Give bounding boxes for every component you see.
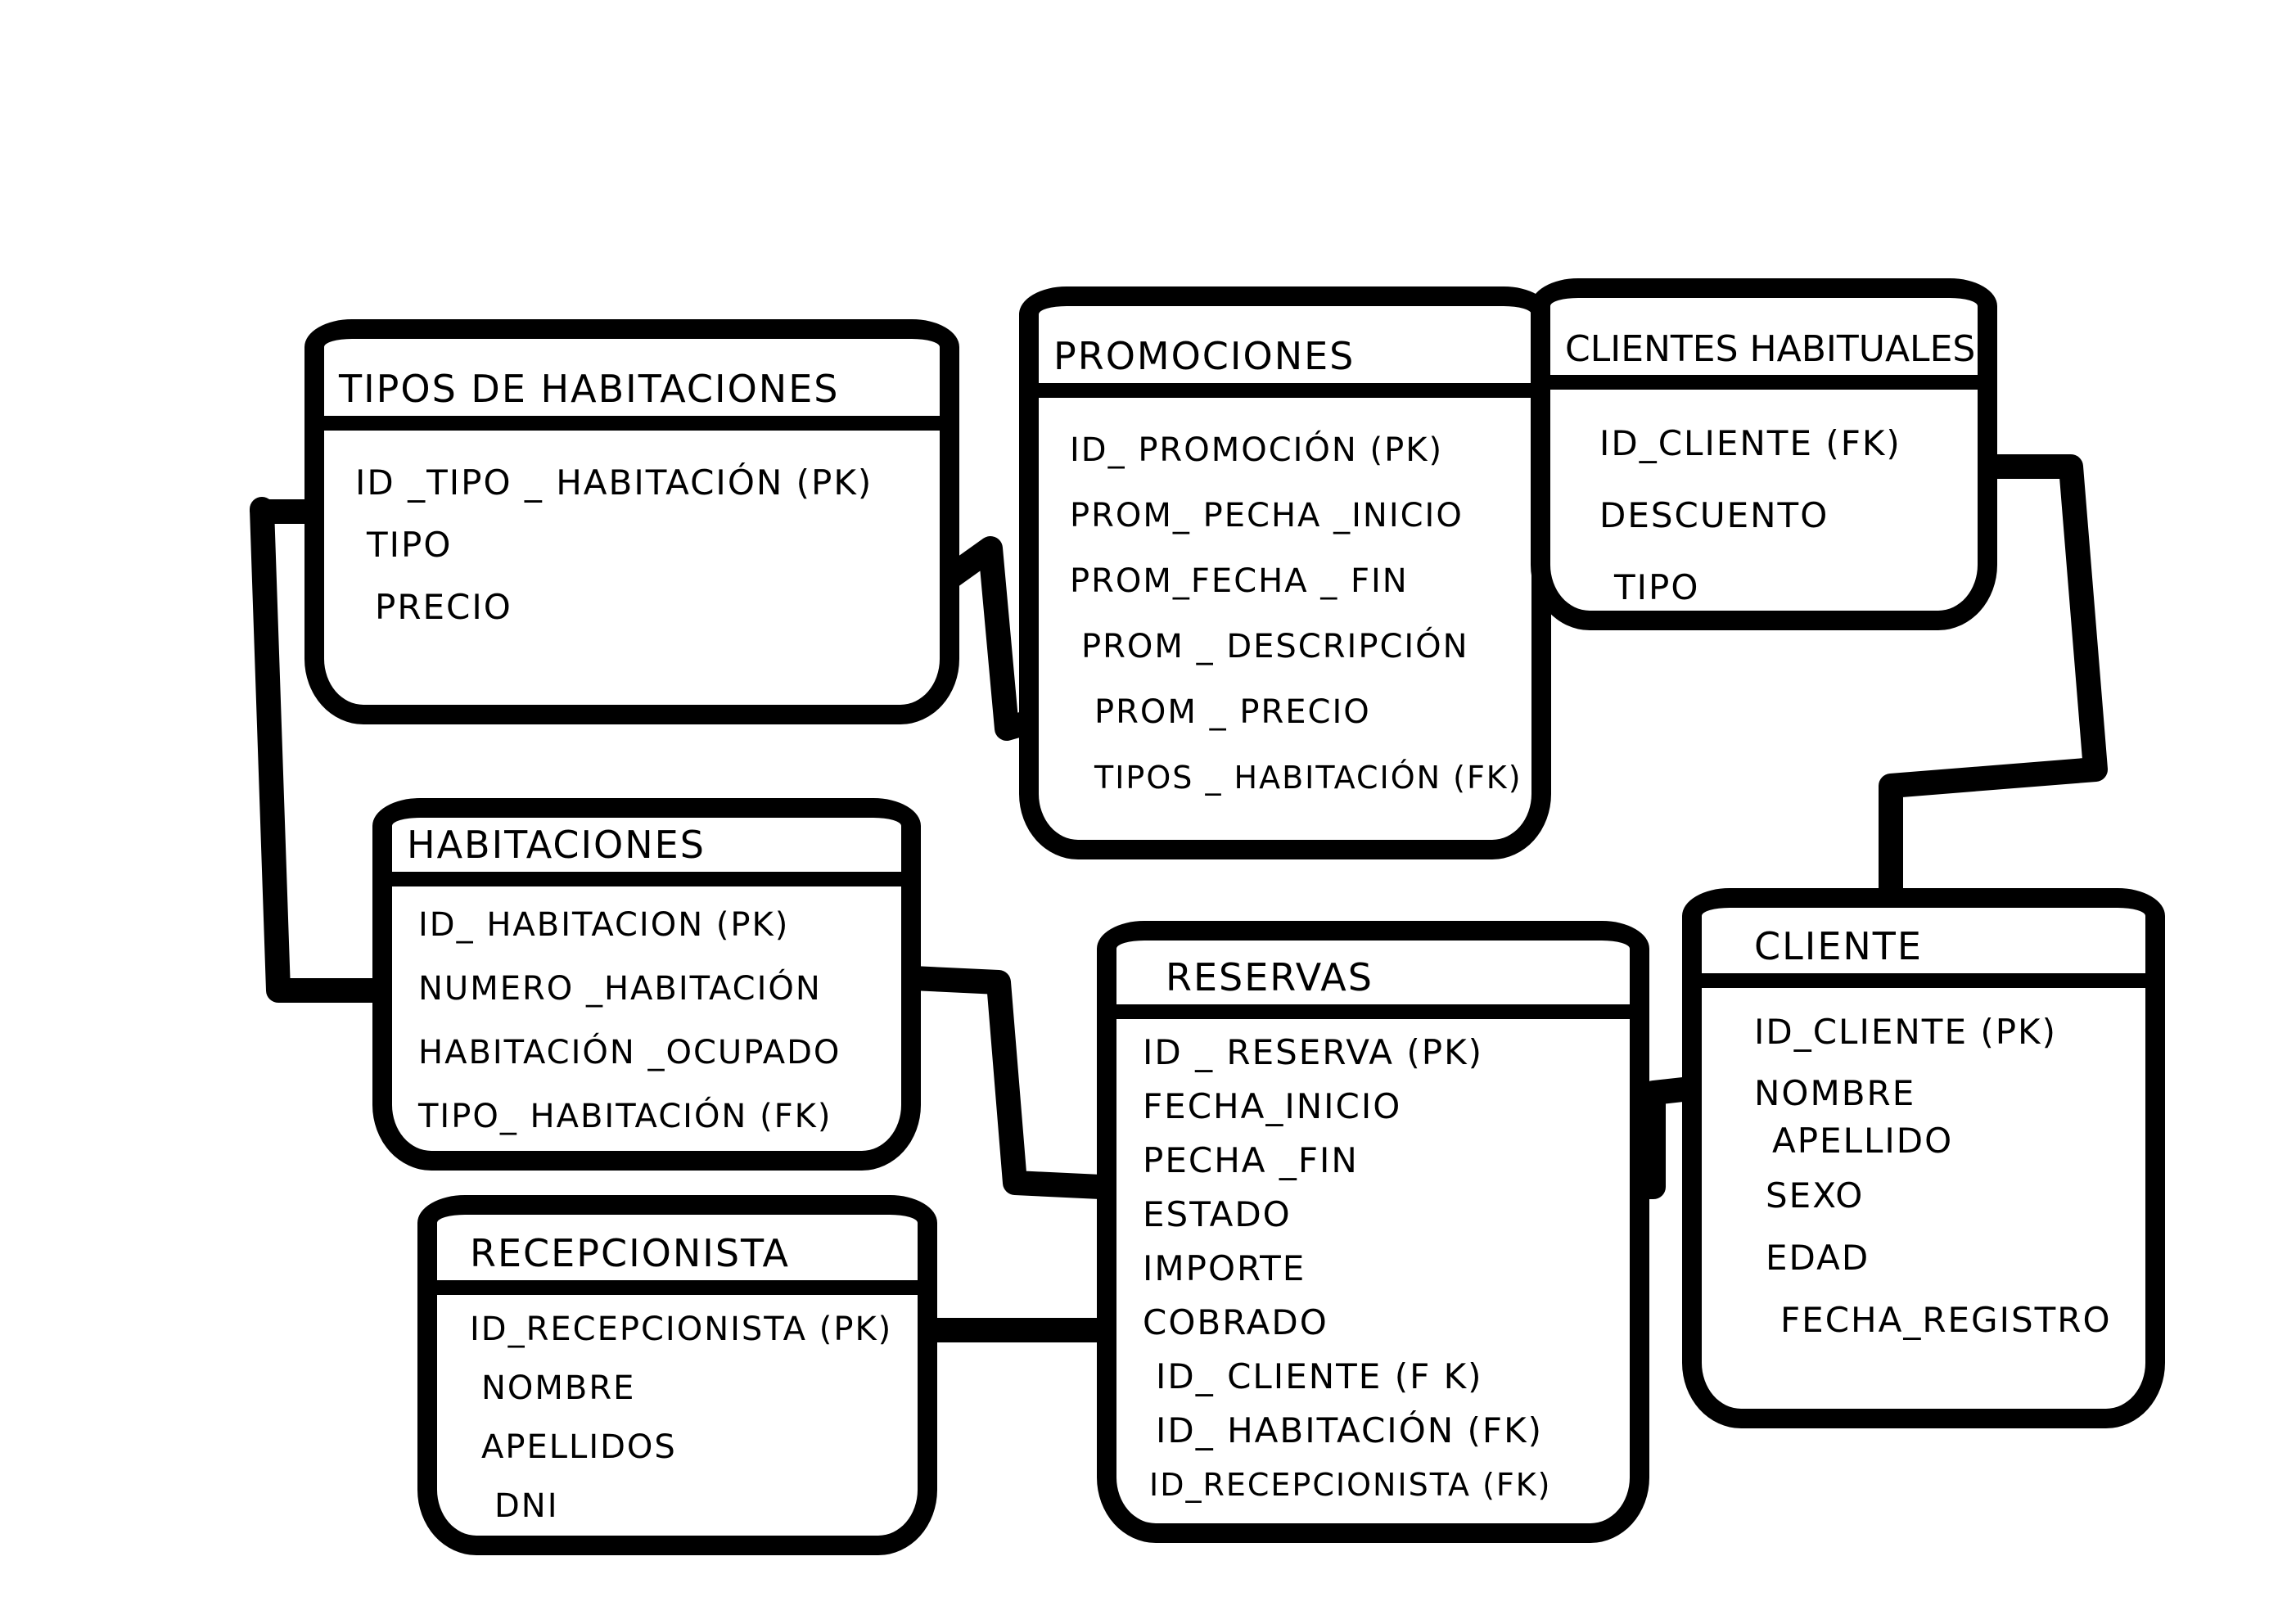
table-recepcionista: RECEPCIONISTA ID_RECEPCIONISTA (PK) NOMB…	[417, 1195, 937, 1555]
link-habitaciones-to-reservas	[900, 966, 1113, 1199]
table-field: IMPORTE	[1143, 1248, 1306, 1288]
table-field: ID_CLIENTE (PK)	[1754, 1012, 2057, 1052]
table-field: DNI	[494, 1487, 559, 1525]
table-habitaciones: HABITACIONES ID_ HABITACION (PK) NUMERO …	[372, 798, 921, 1171]
table-field: TIPO_ HABITACIÓN (FK)	[418, 1098, 832, 1135]
table-field: APELLIDOS	[481, 1428, 677, 1466]
link-clientes-habituales-to-cliente	[1879, 454, 2108, 904]
table-cliente: CLIENTE ID_CLIENTE (PK) NOMBRE APELLIDO …	[1682, 888, 2165, 1428]
table-field: PROM _ PRECIO	[1094, 693, 1371, 731]
table-field: FECHA_REGISTRO	[1780, 1300, 2112, 1340]
table-field: ID_ HABITACIÓN (FK)	[1156, 1410, 1543, 1450]
table-field: ID_ PROMOCIÓN (PK)	[1070, 431, 1444, 469]
table-tipos-de-habitaciones: TIPOS DE HABITACIONES ID _TIPO _ HABITAC…	[304, 319, 959, 724]
table-field: PECHA _FIN	[1143, 1140, 1359, 1180]
table-field: ID_ CLIENTE (F K)	[1156, 1356, 1483, 1396]
table-field: TIPOS _ HABITACIÓN (FK)	[1094, 760, 1522, 796]
table-field: ID _TIPO _ HABITACIÓN (PK)	[355, 462, 873, 503]
table-field: ID_RECEPCIONISTA (PK)	[470, 1310, 893, 1348]
table-field: NUMERO _HABITACIÓN	[418, 970, 822, 1008]
table-field: APELLIDO	[1772, 1121, 1954, 1161]
table-title: CLIENTES HABITUALES	[1550, 298, 1978, 390]
table-clientes-habituales: CLIENTES HABITUALES ID_CLIENTE (FK) DESC…	[1531, 278, 1997, 630]
table-field: HABITACIÓN _OCUPADO	[418, 1034, 841, 1071]
table-title: HABITACIONES	[392, 818, 901, 886]
table-field: PROM_FECHA _ FIN	[1070, 562, 1409, 600]
table-title: RESERVAS	[1116, 941, 1630, 1019]
table-field: PROM _ DESCRIPCIÓN	[1081, 628, 1469, 665]
table-field: TIPO	[367, 525, 453, 565]
table-field: NOMBRE	[1754, 1073, 1916, 1113]
table-reservas: RESERVAS ID _ RESERVA (PK) FECHA_INICIO …	[1097, 921, 1649, 1543]
table-field: ID _ RESERVA (PK)	[1143, 1032, 1483, 1072]
table-field: ESTADO	[1143, 1194, 1292, 1234]
table-field: SEXO	[1766, 1175, 1865, 1216]
table-field: FECHA_INICIO	[1143, 1086, 1402, 1126]
table-field: PRECIO	[375, 587, 512, 627]
table-title: TIPOS DE HABITACIONES	[324, 339, 940, 431]
table-field: ID_CLIENTE (FK)	[1599, 423, 1901, 463]
table-field: COBRADO	[1143, 1302, 1328, 1342]
table-title: RECEPCIONISTA	[437, 1215, 918, 1295]
table-promociones: PROMOCIONES ID_ PROMOCIÓN (PK) PROM_ PEC…	[1019, 286, 1551, 859]
link-tipos-habitaciones-to-habitaciones	[250, 497, 397, 1003]
table-field: NOMBRE	[481, 1369, 636, 1407]
table-title: CLIENTE	[1702, 908, 2145, 988]
table-field: EDAD	[1766, 1238, 1870, 1278]
table-field: DESCUENTO	[1599, 495, 1829, 535]
table-field: TIPO	[1614, 567, 1700, 607]
table-field: ID_ HABITACION (PK)	[418, 906, 790, 944]
table-field: PROM_ PECHA _INICIO	[1070, 497, 1464, 535]
table-title: PROMOCIONES	[1039, 306, 1531, 398]
table-field: ID_RECEPCIONISTA (FK)	[1149, 1467, 1552, 1503]
